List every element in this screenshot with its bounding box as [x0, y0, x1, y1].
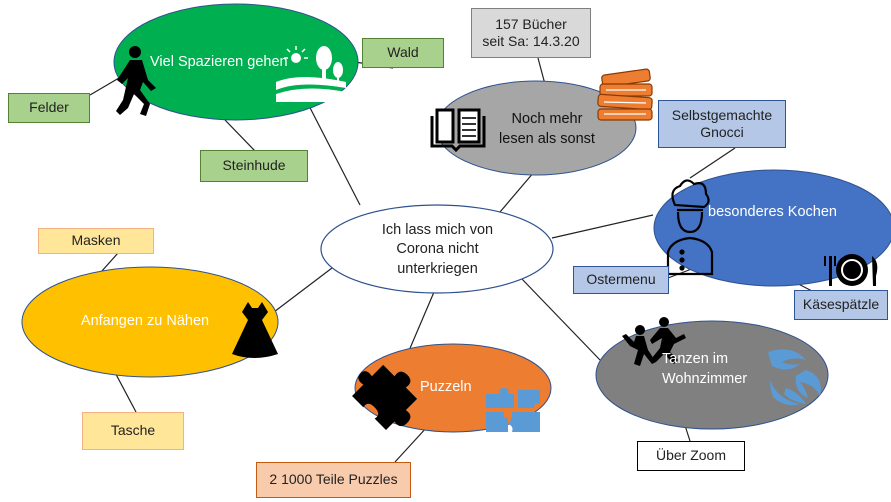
- box-ostermenu: Ostermenu: [573, 266, 669, 294]
- box-tasche: Tasche: [82, 412, 184, 450]
- box-masken: Masken: [38, 228, 154, 254]
- swirl-icon: [768, 349, 821, 406]
- node-naehen: [21, 266, 279, 378]
- buecher-line-2: seit Sa: 14.3.20: [482, 33, 580, 49]
- puzzeln-label: Puzzeln: [420, 379, 472, 396]
- dress-icon: [232, 302, 278, 358]
- tanzen-line-2: Wohnzimmer: [662, 371, 748, 387]
- center-line-3: unterkriegen: [397, 260, 478, 277]
- dancers-icon: [622, 317, 686, 366]
- buecher-line-1: 157 Bücher: [495, 15, 567, 32]
- lesen-label: Noch mehr lesen als sonst: [492, 110, 602, 150]
- chef-icon: [666, 179, 714, 276]
- open-book-icon: [430, 108, 486, 153]
- box-puzzles: 2 1000 Teile Puzzles: [256, 462, 411, 498]
- tanzen-label: Tanzen im Wohnzimmer: [662, 350, 772, 390]
- kochen-label: besonderes Kochen: [708, 204, 837, 221]
- books-stack-icon: [597, 68, 653, 121]
- box-steinhude: Steinhude: [200, 150, 308, 182]
- gnocci-line-1: Selbstgemachte: [671, 106, 773, 123]
- box-zoom: Über Zoom: [637, 441, 745, 471]
- box-wald: Wald: [362, 38, 444, 68]
- walking-person-icon: [116, 46, 156, 116]
- box-gnocci: Selbstgemachte Gnocci: [658, 100, 786, 148]
- naehen-label: Anfangen zu Nähen: [80, 313, 210, 330]
- box-felder: Felder: [8, 93, 90, 123]
- box-buecher: 157 Bücher seit Sa: 14.3.20: [471, 8, 591, 58]
- lesen-line-2: lesen als sonst: [499, 131, 595, 147]
- landscape-sun-icon: [276, 46, 346, 102]
- plate-cutlery-icon: [824, 254, 878, 286]
- box-kaesespaetzle: Käsespätzle: [794, 290, 888, 320]
- center-text: Ich lass mich von Corona nicht unterkrie…: [345, 222, 530, 278]
- center-line-1: Ich lass mich von: [381, 221, 494, 238]
- tanzen-line-1: Tanzen im: [662, 351, 729, 368]
- gnocci-line-2: Gnocci: [700, 124, 744, 140]
- puzzle-piece-icon: [352, 364, 418, 430]
- puzzle-pieces-icon: [486, 388, 540, 432]
- spazieren-label: Viel Spazieren gehen: [150, 54, 288, 71]
- center-line-2: Corona nicht: [396, 241, 479, 258]
- node-center: [320, 204, 554, 294]
- lesen-line-1: Noch mehr: [511, 111, 583, 128]
- node-tanzen: [595, 320, 829, 430]
